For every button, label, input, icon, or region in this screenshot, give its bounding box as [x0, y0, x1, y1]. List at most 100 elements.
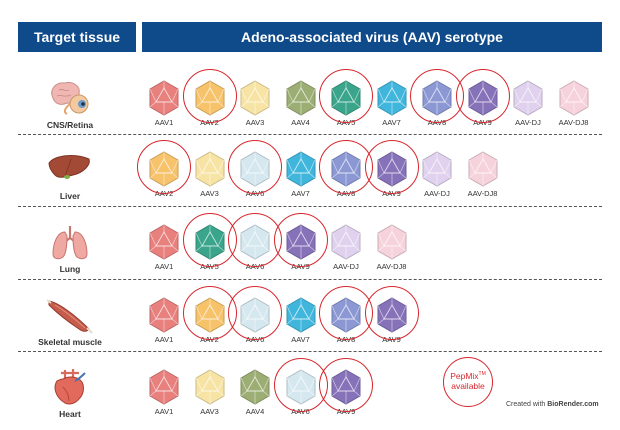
- serotype-aav2: AAV2: [182, 286, 237, 347]
- serotype-aav1: AAV1: [142, 295, 186, 347]
- serotype-aav9: AAV9: [273, 213, 328, 274]
- serotype-label: AAV1: [154, 262, 174, 271]
- serotype-aav1: AAV1: [142, 222, 186, 274]
- capsid-icon: [195, 369, 224, 405]
- serotype-header: Adeno-associated virus (AAV) serotype: [142, 22, 602, 52]
- tissue-label: Liver: [59, 191, 81, 201]
- serotype-aav9: AAV9: [364, 140, 419, 201]
- pepmix-trademark: TM: [478, 371, 486, 378]
- pepmix-circle: [319, 69, 373, 123]
- pepmix-legend: PepMixTM available: [443, 357, 493, 407]
- serotype-label: AAV4: [291, 118, 310, 127]
- credit-text: Created with BioRender.com: [506, 401, 599, 408]
- serotype-aav9: AAV9: [364, 286, 419, 347]
- serotype-label: AAV1: [154, 407, 174, 416]
- capsid-icon: [240, 369, 270, 405]
- serotype-aav3: AAV3: [188, 367, 232, 419]
- tissue-cell: Liver: [10, 149, 130, 209]
- serotype-aav4: AAV4: [233, 367, 277, 419]
- capsid-icon: [377, 224, 406, 260]
- row-divider: [18, 279, 602, 280]
- capsid-icon: [559, 80, 588, 116]
- serotype-aav6: AAV6: [228, 213, 282, 274]
- pepmix-circle: [364, 286, 419, 340]
- capsid-icon: [286, 297, 315, 333]
- serotype-label: AAV-DJ8: [558, 118, 589, 127]
- serotype-aav7: AAV7: [279, 295, 323, 347]
- capsid-icon: [149, 224, 179, 260]
- serotype-aav6: AAV6: [228, 140, 282, 201]
- serotype-label: AAV-DJ: [515, 118, 541, 127]
- tissue-label: Lung: [59, 264, 81, 274]
- muscle-icon: [45, 295, 95, 335]
- serotype-aav7: AAV7: [279, 149, 323, 201]
- capsid-icon: [149, 369, 179, 405]
- serotype-aav2: AAV2: [182, 69, 237, 130]
- serotype-label: AAV3: [245, 118, 265, 127]
- pepmix-label: PepMix: [450, 371, 479, 382]
- serotype-aav5: AAV5: [182, 213, 237, 274]
- pepmix-circle: [137, 140, 191, 194]
- serotype-aav7: AAV7: [370, 78, 414, 130]
- capsid-icon: [286, 80, 315, 116]
- serotype-label: AAV-DJ: [333, 262, 359, 271]
- serotype-aav-dj8: AAV-DJ8: [461, 149, 505, 201]
- tissue-label: Skeletal muscle: [38, 337, 102, 347]
- serotype-aav-dj: AAV-DJ: [506, 78, 550, 130]
- serotype-aav4: AAV4: [279, 78, 323, 130]
- serotype-aav2: AAV2: [137, 140, 191, 201]
- lungs-icon: [45, 222, 95, 262]
- serotype-aav3: AAV3: [233, 78, 277, 130]
- pepmix-circle: [273, 213, 328, 267]
- serotype-aav1: AAV1: [142, 78, 186, 130]
- serotype-label: AAV3: [200, 189, 219, 198]
- brain-eye-icon: [45, 78, 95, 118]
- serotype-label: AAV-DJ8: [376, 262, 407, 271]
- capsid-icon: [468, 151, 497, 187]
- pepmix-circle: [319, 358, 373, 412]
- row-divider: [18, 206, 602, 207]
- serotype-aav6: AAV6: [228, 286, 282, 347]
- tissue-label: CNS/Retina: [46, 120, 94, 130]
- target-tissue-header: Target tissue: [18, 22, 136, 52]
- credit-prefix: Created with: [506, 401, 548, 408]
- serotype-aav-dj: AAV-DJ: [415, 149, 459, 201]
- row-divider: [18, 134, 602, 135]
- capsid-icon: [195, 151, 224, 187]
- serotype-aav9: AAV9: [455, 69, 510, 130]
- serotype-label: AAV-DJ: [424, 189, 450, 198]
- serotype-aav6: AAV6: [273, 358, 328, 419]
- capsid-icon: [149, 297, 179, 333]
- serotype-aav-dj: AAV-DJ: [324, 222, 368, 274]
- capsid-icon: [377, 80, 406, 116]
- serotype-label: AAV7: [382, 118, 401, 127]
- capsid-icon: [422, 151, 452, 187]
- capsid-icon: [240, 80, 270, 116]
- capsid-icon: [149, 80, 179, 116]
- serotype-label: AAV3: [200, 407, 219, 416]
- serotype-aav8: AAV8: [319, 140, 373, 201]
- tissue-cell: CNS/Retina: [10, 78, 130, 138]
- liver-icon: [45, 149, 95, 189]
- serotype-label: AAV-DJ8: [467, 189, 498, 198]
- tissue-cell: Lung: [10, 222, 130, 282]
- capsid-icon: [331, 224, 361, 260]
- serotype-label: AAV7: [291, 189, 310, 198]
- capsid-icon: [513, 80, 543, 116]
- pepmix-circle: [182, 69, 237, 123]
- pepmix-circle: [455, 69, 510, 123]
- capsid-icon: [286, 151, 315, 187]
- serotype-aav8: AAV8: [410, 69, 464, 130]
- pepmix-circle: [228, 286, 282, 340]
- serotype-aav-dj8: AAV-DJ8: [370, 222, 414, 274]
- pepmix-circle: [364, 140, 419, 194]
- pepmix-circle: [228, 140, 282, 194]
- pepmix-available: available: [451, 381, 485, 391]
- serotype-label: AAV4: [245, 407, 265, 416]
- serotype-aav1: AAV1: [142, 367, 186, 419]
- serotype-label: AAV1: [154, 335, 174, 344]
- serotype-aav5: AAV5: [319, 69, 373, 130]
- tissue-cell: Skeletal muscle: [10, 295, 130, 355]
- credit-brand: BioRender.com: [547, 401, 599, 408]
- serotype-label: AAV7: [291, 335, 310, 344]
